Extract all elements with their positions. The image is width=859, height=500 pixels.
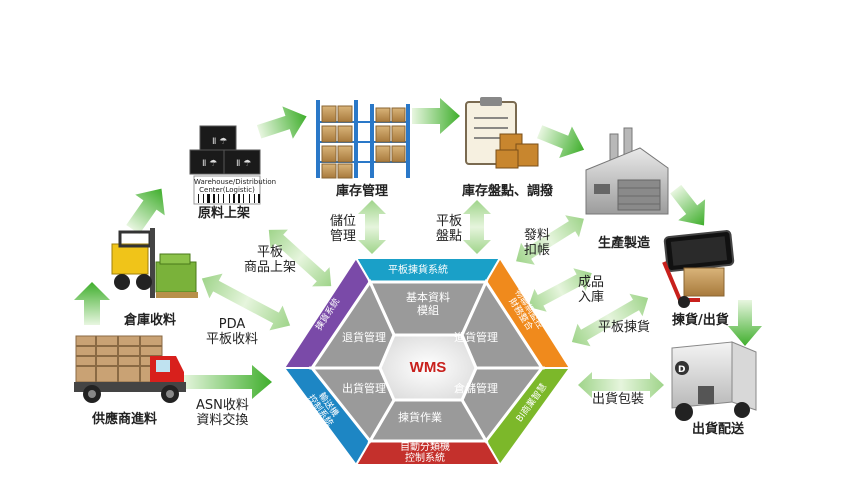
node-raw-material-shelving: 原料上架: [198, 206, 251, 221]
svg-text:Ⅱ ☂: Ⅱ ☂: [236, 159, 251, 169]
link-tablet-count-line2: 盤點: [436, 229, 463, 244]
node-shipping-delivery: 出貨配送: [692, 422, 745, 437]
node-inventory-management: 庫存管理: [336, 184, 389, 199]
flow-arrows: [74, 98, 762, 399]
link-shipping-packing: 出貨包裝: [592, 392, 645, 407]
inner-ring: [308, 278, 546, 444]
link-storage-location: 儲位 管理: [330, 214, 356, 244]
delivery-truck-icon: D: [671, 341, 757, 421]
double-arrow-shelving: [268, 229, 332, 287]
node-production: 生產製造: [598, 236, 651, 251]
wms-outer-bottom-line1: 自動分類機: [400, 442, 450, 453]
forklift-icon: [111, 228, 198, 298]
node-inventory-count-transfer: 庫存盤點、調撥: [462, 184, 554, 199]
clipboard-count-icon: [465, 97, 539, 169]
wms-inner-outbound: 出貨管理: [342, 382, 386, 395]
link-finished-goods: 成品 入庫: [578, 275, 604, 305]
link-tablet-count-line1: 平板: [436, 214, 463, 229]
wms-inner-basic-data-line2: 模組: [417, 304, 439, 317]
arrow-factory-to-picking: [670, 184, 706, 226]
svg-text:Ⅱ ☂: Ⅱ ☂: [202, 159, 217, 169]
supplier-truck-icon: [74, 335, 186, 403]
node-supplier-receiving: 供應商進料: [92, 412, 158, 427]
link-pda-line1: PDA: [218, 317, 246, 332]
link-tablet-count: 平板 盤點: [436, 214, 462, 244]
link-material-issue-line2: 扣帳: [524, 243, 551, 258]
link-material-issue: 發料 扣帳: [524, 228, 550, 258]
link-asn: ASN收料 資料交換: [196, 398, 249, 428]
node-picking-shipping: 揀貨/出貨: [672, 313, 729, 328]
link-material-issue-line1: 發料: [524, 228, 551, 243]
double-arrow-material: [516, 215, 584, 265]
double-arrow-pda: [201, 273, 291, 331]
link-asn-line1: ASN收料: [196, 398, 249, 413]
wms-outer-top: 平板揀貨系統: [388, 265, 448, 276]
wms-inner-basic-data: 基本資料 模組: [394, 291, 462, 317]
warehouse-boxes-icon: Ⅱ ☂ Ⅱ ☂ Ⅱ ☂: [189, 125, 261, 205]
link-pda-line2: 平板收料: [206, 332, 259, 347]
double-arrow-packing: [578, 372, 664, 398]
inventory-rack-icon: [316, 100, 410, 179]
link-finished-goods-line2: 入庫: [578, 290, 605, 305]
link-tablet-shelving-line1: 平板: [257, 245, 284, 260]
link-asn-line2: 資料交換: [196, 413, 249, 428]
arrow-receiving-to-shelving: [126, 188, 165, 235]
link-storage-location-line2: 管理: [330, 229, 357, 244]
arrow-count-to-factory: [536, 125, 585, 159]
double-arrow-count: [463, 200, 491, 254]
node-warehouse-receiving: 倉庫收料: [124, 313, 177, 328]
link-pda: PDA 平板收料: [206, 317, 258, 347]
svg-text:Ⅱ ☂: Ⅱ ☂: [212, 137, 227, 147]
arrow-inventory-to-count: [412, 98, 460, 134]
svg-text:D: D: [678, 365, 685, 375]
double-arrow-storage: [358, 200, 386, 254]
warehouse-box-caption: Warehouse/Distribution Center(Logistic): [194, 178, 277, 194]
double-arrow-picking: [571, 293, 649, 347]
link-tablet-picking: 平板揀貨: [598, 320, 651, 335]
wms-inner-picking-ops: 揀貨作業: [398, 411, 442, 424]
wms-outer-bottom: 自動分類機 控制系統: [400, 442, 450, 464]
wms-center: [378, 333, 478, 402]
link-storage-location-line1: 儲位: [330, 214, 357, 229]
arrow-asn-to-wms: [182, 365, 272, 399]
arrow-shelving-to-inventory: [256, 106, 307, 139]
wms-inner-storage: 倉儲管理: [454, 382, 498, 395]
link-tablet-shelving-line2: 商品上架: [244, 260, 297, 275]
wms-inner-basic-data-line1: 基本資料: [406, 291, 450, 304]
link-tablet-shelving: 平板 商品上架: [244, 245, 296, 275]
wms-outer-bottom-line2: 控制系統: [405, 453, 445, 464]
tablet-handtruck-icon: [662, 230, 735, 308]
link-finished-goods-line1: 成品: [578, 275, 605, 290]
wms-hexagon: [282, 256, 572, 467]
double-arrow-finished: [528, 268, 592, 312]
wms-center-label: WMS: [409, 359, 447, 376]
wms-inner-returns: 退貨管理: [342, 331, 386, 344]
arrow-picking-to-delivery: [728, 300, 762, 346]
arrow-supplier-to-receiving: [74, 282, 110, 325]
double-arrows: [201, 200, 664, 398]
wms-inner-inbound: 進貨管理: [454, 331, 498, 344]
factory-icon: [585, 127, 669, 215]
